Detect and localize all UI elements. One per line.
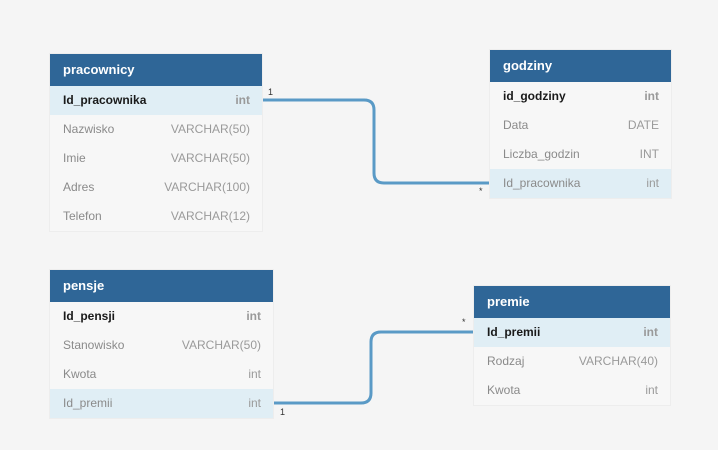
- table-godziny[interactable]: godziny id_godziny int Data DATE Liczba_…: [490, 50, 671, 198]
- column-type: INT: [639, 147, 659, 161]
- relation-line-pensje-premie: [273, 330, 474, 405]
- column-type: int: [246, 309, 261, 323]
- table-row-stanowisko[interactable]: Stanowisko VARCHAR(50): [50, 331, 273, 360]
- column-name: Id_pracownika: [63, 93, 147, 107]
- column-name: Adres: [63, 180, 95, 194]
- table-row-rodzaj[interactable]: Rodzaj VARCHAR(40): [474, 347, 670, 376]
- table-row-id-godziny[interactable]: id_godziny int: [490, 82, 671, 111]
- column-type: int: [644, 89, 659, 103]
- cardinality-one-label: 1: [268, 87, 274, 97]
- column-name: Nazwisko: [63, 122, 115, 136]
- column-name: Imie: [63, 151, 86, 165]
- cardinality-many-label: *: [479, 186, 483, 196]
- column-type: DATE: [627, 118, 659, 132]
- table-premie[interactable]: premie Id_premii int Rodzaj VARCHAR(40) …: [474, 286, 670, 405]
- column-name: Id_premii: [63, 396, 113, 410]
- column-type: VARCHAR(40): [578, 354, 658, 368]
- column-name: Id_pracownika: [503, 176, 581, 190]
- column-type: int: [248, 396, 261, 410]
- column-type: int: [235, 93, 250, 107]
- cardinality-many-label: *: [462, 317, 466, 327]
- column-name: Liczba_godzin: [503, 147, 580, 161]
- column-type: VARCHAR(12): [170, 209, 250, 223]
- column-name: Rodzaj: [487, 354, 525, 368]
- column-name: Data: [503, 118, 529, 132]
- column-type: int: [643, 325, 658, 339]
- table-row-id-premii[interactable]: Id_premii int: [474, 318, 670, 347]
- table-row-id-pracownika[interactable]: Id_pracownika int: [50, 86, 262, 115]
- column-name: Id_pensji: [63, 309, 116, 323]
- table-row-kwota[interactable]: Kwota int: [474, 376, 670, 405]
- table-row-id-premii[interactable]: Id_premii int: [50, 389, 273, 418]
- column-type: VARCHAR(100): [164, 180, 250, 194]
- table-pracownicy[interactable]: pracownicy Id_pracownika int Nazwisko VA…: [50, 54, 262, 231]
- table-row-data[interactable]: Data DATE: [490, 111, 671, 140]
- table-row-kwota[interactable]: Kwota int: [50, 360, 273, 389]
- table-row-liczba-godzin[interactable]: Liczba_godzin INT: [490, 140, 671, 169]
- table-row-adres[interactable]: Adres VARCHAR(100): [50, 173, 262, 202]
- relation-line-pracownicy-godziny: [262, 98, 490, 185]
- table-row-telefon[interactable]: Telefon VARCHAR(12): [50, 202, 262, 231]
- column-type: int: [646, 176, 659, 190]
- column-name: Telefon: [63, 209, 102, 223]
- column-name: Id_premii: [487, 325, 541, 339]
- column-type: VARCHAR(50): [170, 151, 250, 165]
- column-name: Kwota: [487, 383, 521, 397]
- column-type: VARCHAR(50): [181, 338, 261, 352]
- table-title[interactable]: pracownicy: [50, 54, 262, 86]
- column-name: Stanowisko: [63, 338, 125, 352]
- column-type: int: [645, 383, 658, 397]
- column-name: Kwota: [63, 367, 97, 381]
- column-name: id_godziny: [503, 89, 566, 103]
- column-type: int: [248, 367, 261, 381]
- cardinality-one-label: 1: [280, 407, 286, 417]
- table-title[interactable]: premie: [474, 286, 670, 318]
- table-row-imie[interactable]: Imie VARCHAR(50): [50, 144, 262, 173]
- table-title[interactable]: pensje: [50, 270, 273, 302]
- table-title[interactable]: godziny: [490, 50, 671, 82]
- column-type: VARCHAR(50): [170, 122, 250, 136]
- table-row-id-pensji[interactable]: Id_pensji int: [50, 302, 273, 331]
- table-row-id-pracownika[interactable]: Id_pracownika int: [490, 169, 671, 198]
- table-pensje[interactable]: pensje Id_pensji int Stanowisko VARCHAR(…: [50, 270, 273, 418]
- table-row-nazwisko[interactable]: Nazwisko VARCHAR(50): [50, 115, 262, 144]
